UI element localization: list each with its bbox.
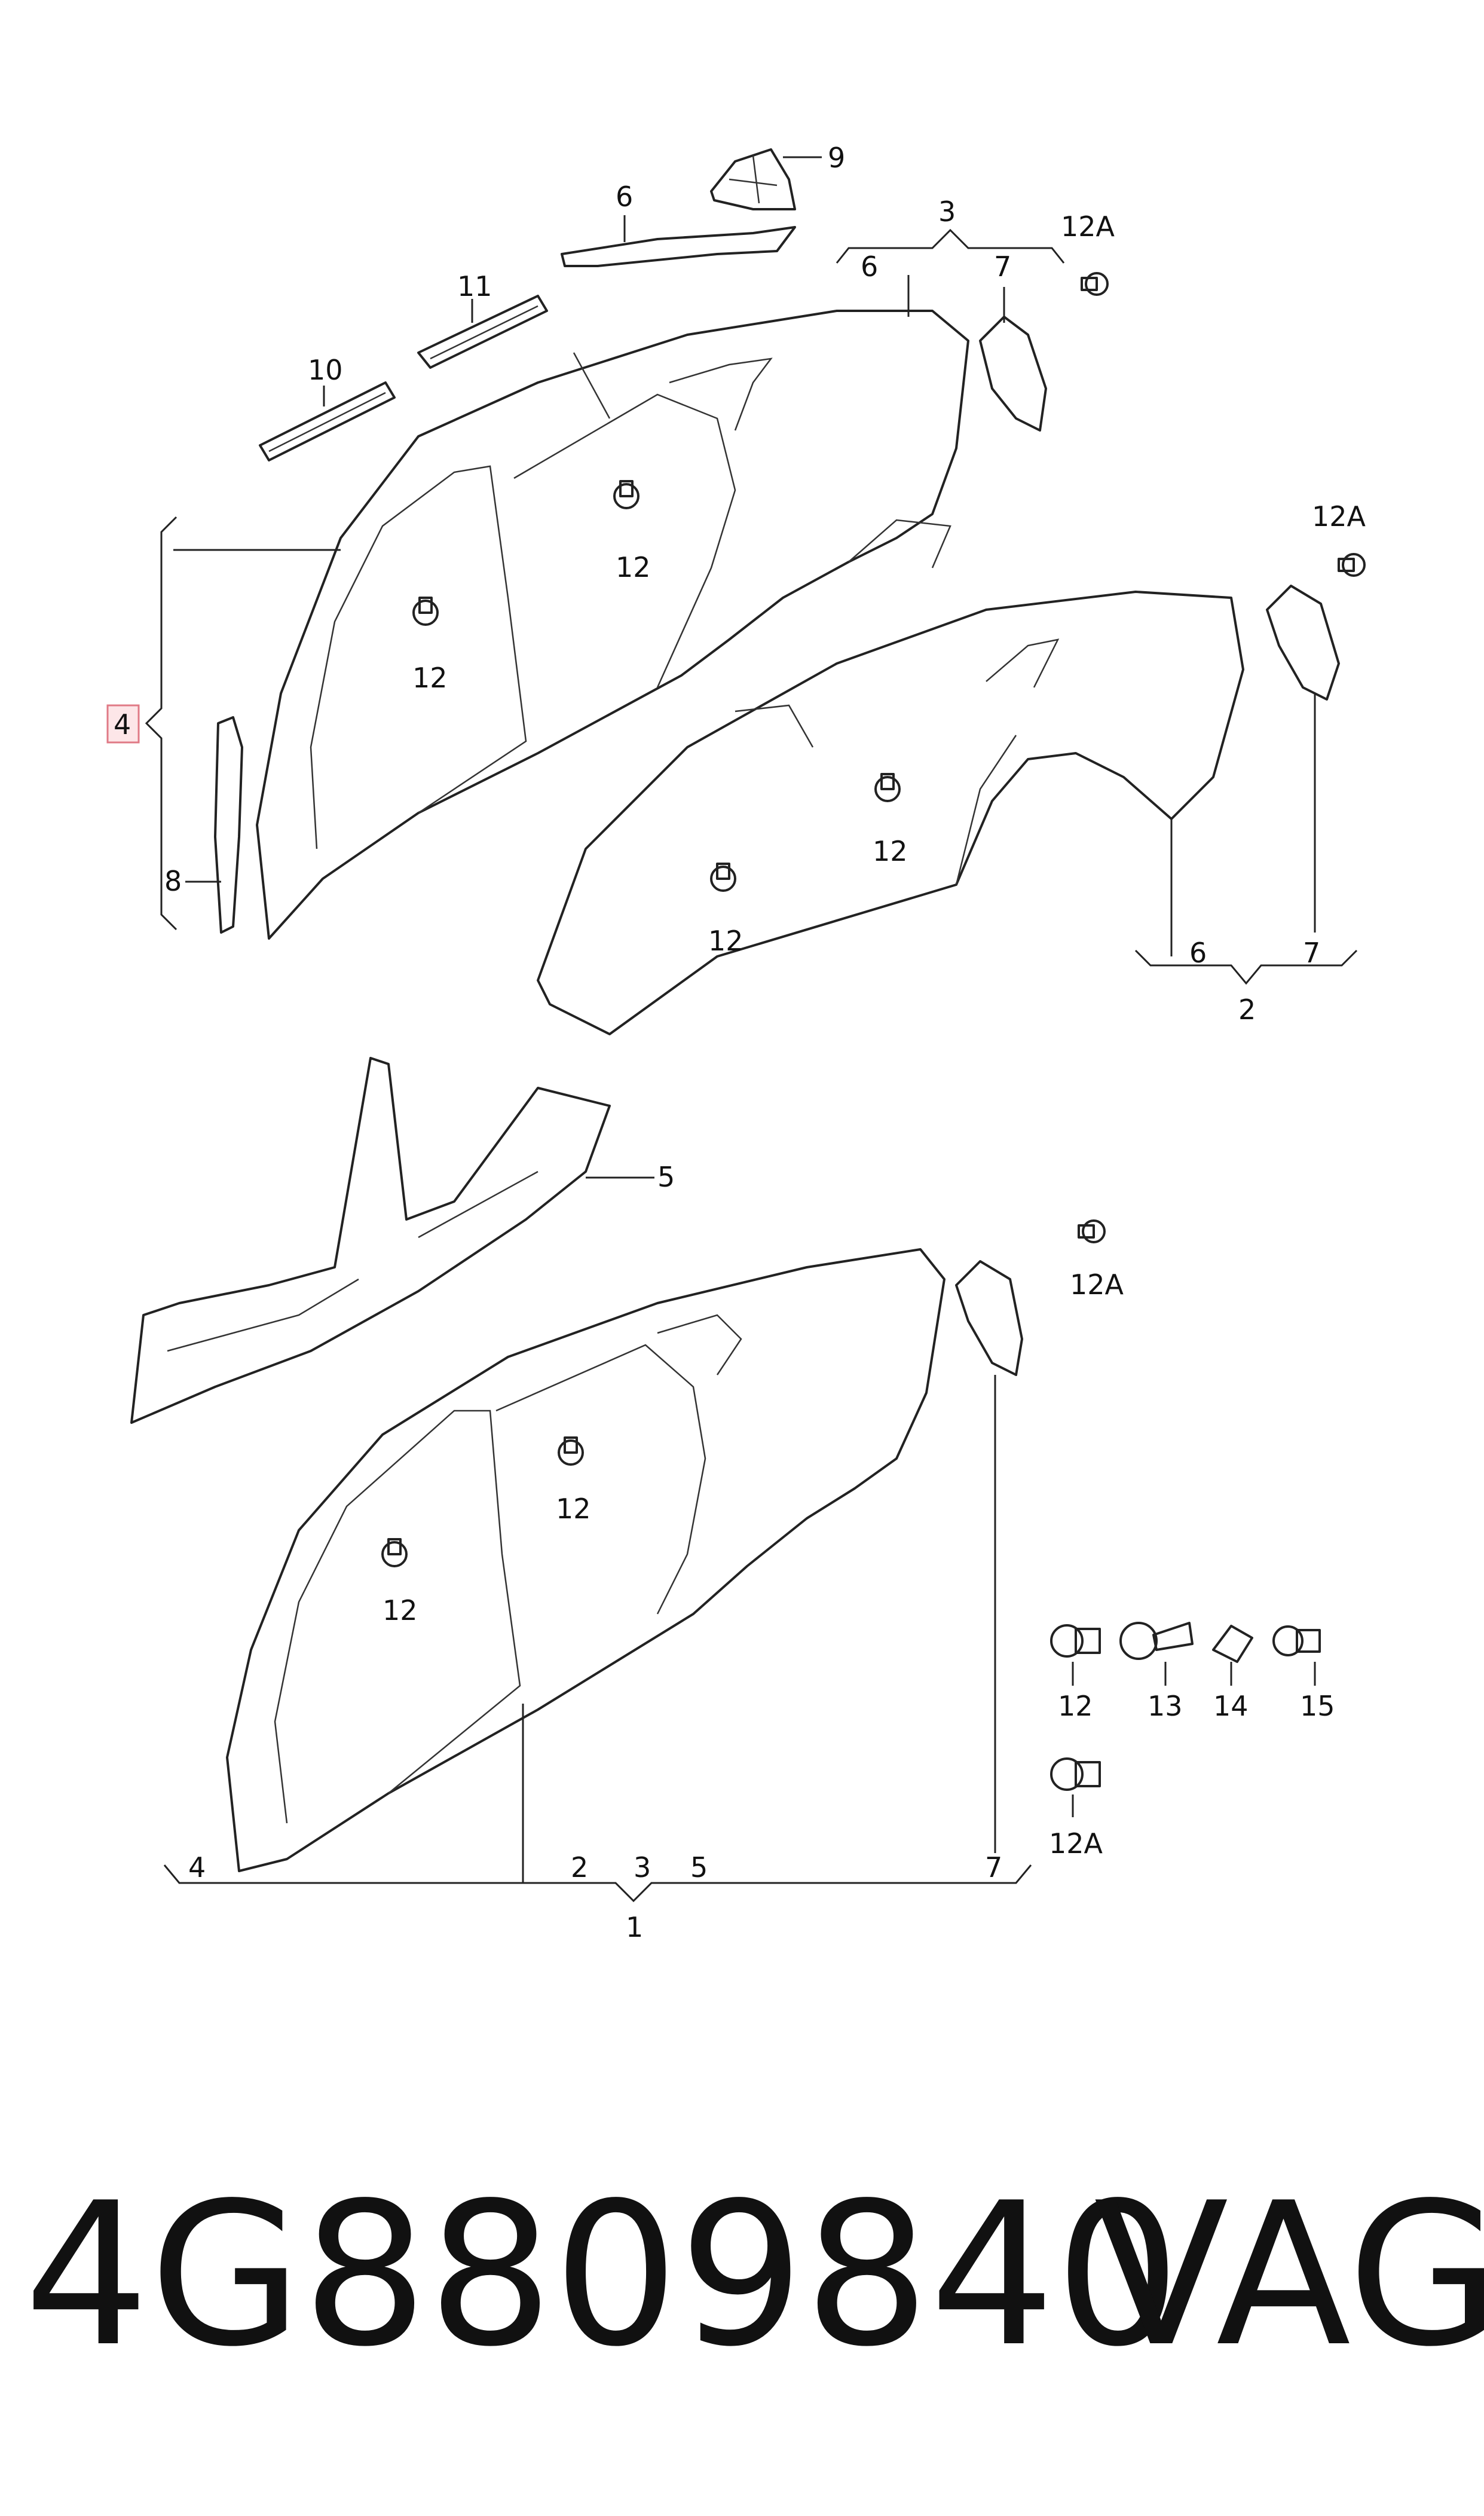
callout-6-top: 6 — [616, 181, 633, 213]
callout-12-right-b: 12 — [708, 925, 743, 957]
fastener-12-right-b — [710, 863, 736, 892]
side-panel-outer-right — [537, 591, 1244, 1035]
fastener-12-right-a — [874, 773, 901, 802]
fastener-12-upper-a — [613, 480, 640, 509]
bracket-4-left — [106, 516, 341, 931]
callout-8: 8 — [164, 865, 182, 897]
selected-callout-box[interactable] — [106, 704, 140, 744]
callout-12A-right: 12A — [1312, 500, 1366, 533]
part-7-bracket-a — [979, 287, 1047, 432]
legend-fastener-12A — [1050, 1757, 1101, 1817]
callout-5-middle: 5 — [657, 1161, 675, 1193]
callout-15-legend: 15 — [1300, 1690, 1335, 1722]
part-10-rail-segment — [259, 381, 396, 461]
callout-11: 11 — [457, 270, 492, 302]
fastener-12-lower-a — [558, 1436, 584, 1466]
legend-fastener-14 — [1212, 1625, 1253, 1686]
bracket-1 — [163, 1864, 1032, 1903]
callout-6-right: 6 — [1189, 937, 1207, 969]
side-panel-complete — [226, 1248, 946, 1872]
callout-12A-top: 12A — [1061, 210, 1115, 243]
callout-12-upper-b: 12 — [412, 662, 448, 694]
part-6-roof-rail-top — [561, 215, 796, 267]
callout-12-lower-b: 12 — [383, 1594, 418, 1627]
callout-3-bottom: 3 — [634, 1851, 651, 1884]
callout-12A-legend: 12A — [1049, 1827, 1103, 1860]
fastener-12-lower-b — [381, 1538, 408, 1567]
callout-3-top: 3 — [938, 195, 956, 228]
part-number: 4G8809840 — [24, 2160, 1180, 2390]
callout-9: 9 — [828, 142, 845, 174]
callout-12-lower-a: 12 — [556, 1493, 591, 1525]
callout-7-right: 7 — [1303, 937, 1320, 969]
callout-12-right-a: 12 — [873, 835, 908, 867]
bracket-3-top — [836, 228, 1065, 317]
bracket-2 — [1134, 819, 1358, 985]
callout-6-bracket: 6 — [861, 250, 878, 283]
legend-fastener-15 — [1272, 1625, 1321, 1686]
callout-10: 10 — [308, 354, 343, 386]
part-5-rocker — [130, 1057, 654, 1424]
part-9-bracket — [710, 148, 822, 210]
callout-4-bottom: 4 — [188, 1851, 206, 1884]
callout-1: 1 — [626, 1911, 643, 1943]
callout-5-bottom: 5 — [690, 1851, 708, 1884]
part-7-bracket-b — [1266, 585, 1340, 933]
part-7-bracket-c — [955, 1260, 1023, 1853]
fastener-12A-middle — [1078, 1219, 1106, 1243]
callout-12-upper-a: 12 — [616, 551, 651, 583]
fastener-12A-top — [1081, 272, 1109, 296]
callout-12-legend: 12 — [1058, 1690, 1093, 1722]
part-8-pillar-reinforcement — [185, 716, 243, 934]
fastener-12-upper-b — [412, 597, 439, 626]
brand: VAG — [1094, 2160, 1484, 2390]
legend-fastener-13 — [1119, 1622, 1194, 1686]
callout-7-top: 7 — [994, 250, 1011, 283]
callout-14-legend: 14 — [1213, 1690, 1249, 1722]
callout-2-bottom: 2 — [571, 1851, 588, 1884]
callout-7-bottom: 7 — [985, 1851, 1002, 1884]
side-panel-upper — [256, 310, 969, 940]
part-11-rail-segment — [417, 295, 548, 369]
legend-fastener-12 — [1050, 1624, 1101, 1686]
callout-13-legend: 13 — [1148, 1690, 1183, 1722]
callout-2-right: 2 — [1238, 993, 1256, 1026]
fastener-12A-right — [1338, 553, 1366, 577]
callout-12A-middle: 12A — [1070, 1268, 1124, 1301]
callout-4-left: 4 — [114, 708, 131, 741]
